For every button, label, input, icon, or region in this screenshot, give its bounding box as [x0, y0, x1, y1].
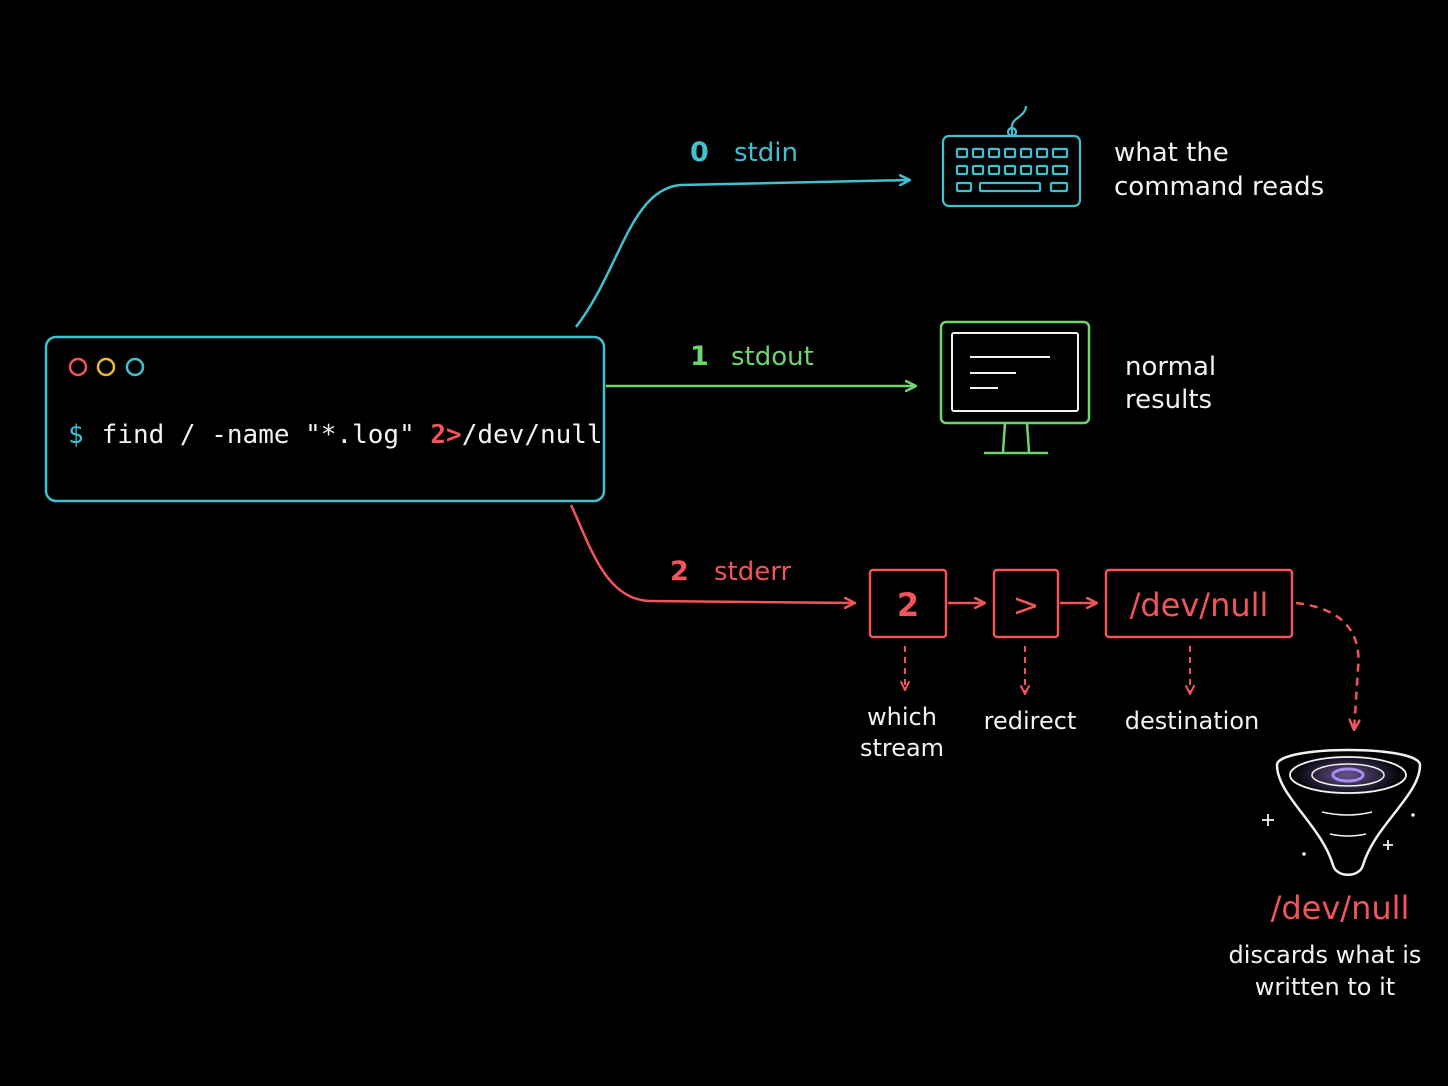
stdin-arrow [575, 180, 910, 328]
yellow-dot-icon [96, 357, 116, 377]
stdout-name: stdout [731, 342, 814, 372]
part-destination-symbol: /dev/null [1130, 586, 1269, 624]
stderr-arrow [569, 504, 855, 603]
command-target: /dev/null [462, 420, 603, 450]
cyan-dot-icon [125, 357, 145, 377]
sink-title: /dev/null [1271, 889, 1410, 927]
stdout-desc-line1: normal [1125, 352, 1216, 382]
part-stream-caption-line1: which [867, 703, 937, 731]
stderr-number: 2 [670, 556, 689, 587]
terminal-window: $ find / -name "*.log" 2>/dev/null [44, 335, 606, 503]
keyboard-icon [941, 105, 1082, 208]
stdout-branch: 1 stdout normal results [606, 320, 1216, 455]
monitor-icon [939, 320, 1091, 455]
stdin-desc-line1: what the [1114, 138, 1229, 168]
stderr-branch: 2 stderr 2 which stream > redirect /dev/… [569, 504, 1358, 762]
stdout-number: 1 [690, 341, 709, 372]
stderr-name: stderr [714, 557, 791, 587]
stdin-branch: 0 stdin what the command reads [575, 105, 1324, 328]
sink-desc-line2: written to it [1255, 973, 1395, 1001]
command-line: $ find / -name "*.log" 2>/dev/null [68, 420, 603, 450]
stdin-name: stdin [734, 138, 798, 168]
part-destination-caption: destination [1125, 707, 1259, 735]
sink-desc-line1: discards what is [1229, 941, 1422, 969]
part-operator-symbol: > [1013, 586, 1040, 624]
stdin-desc-line2: command reads [1114, 172, 1324, 202]
command-redirect: 2> [430, 420, 461, 450]
prompt: $ [68, 420, 84, 450]
redirect-part-destination: /dev/null destination [1104, 568, 1294, 735]
redirect-part-stream: 2 which stream [860, 568, 948, 762]
redirect-part-operator: > redirect [984, 568, 1077, 735]
part-stream-symbol: 2 [897, 586, 919, 624]
part-operator-caption: redirect [984, 707, 1077, 735]
black-hole-funnel-icon [1262, 748, 1422, 876]
sink-arrow [1295, 601, 1358, 730]
part-stream-caption-line2: stream [860, 734, 944, 762]
stdin-number: 0 [690, 137, 709, 168]
command-main: find / -name "*.log" [102, 420, 431, 450]
stdout-desc-line2: results [1125, 385, 1212, 415]
red-dot-icon [68, 357, 88, 377]
